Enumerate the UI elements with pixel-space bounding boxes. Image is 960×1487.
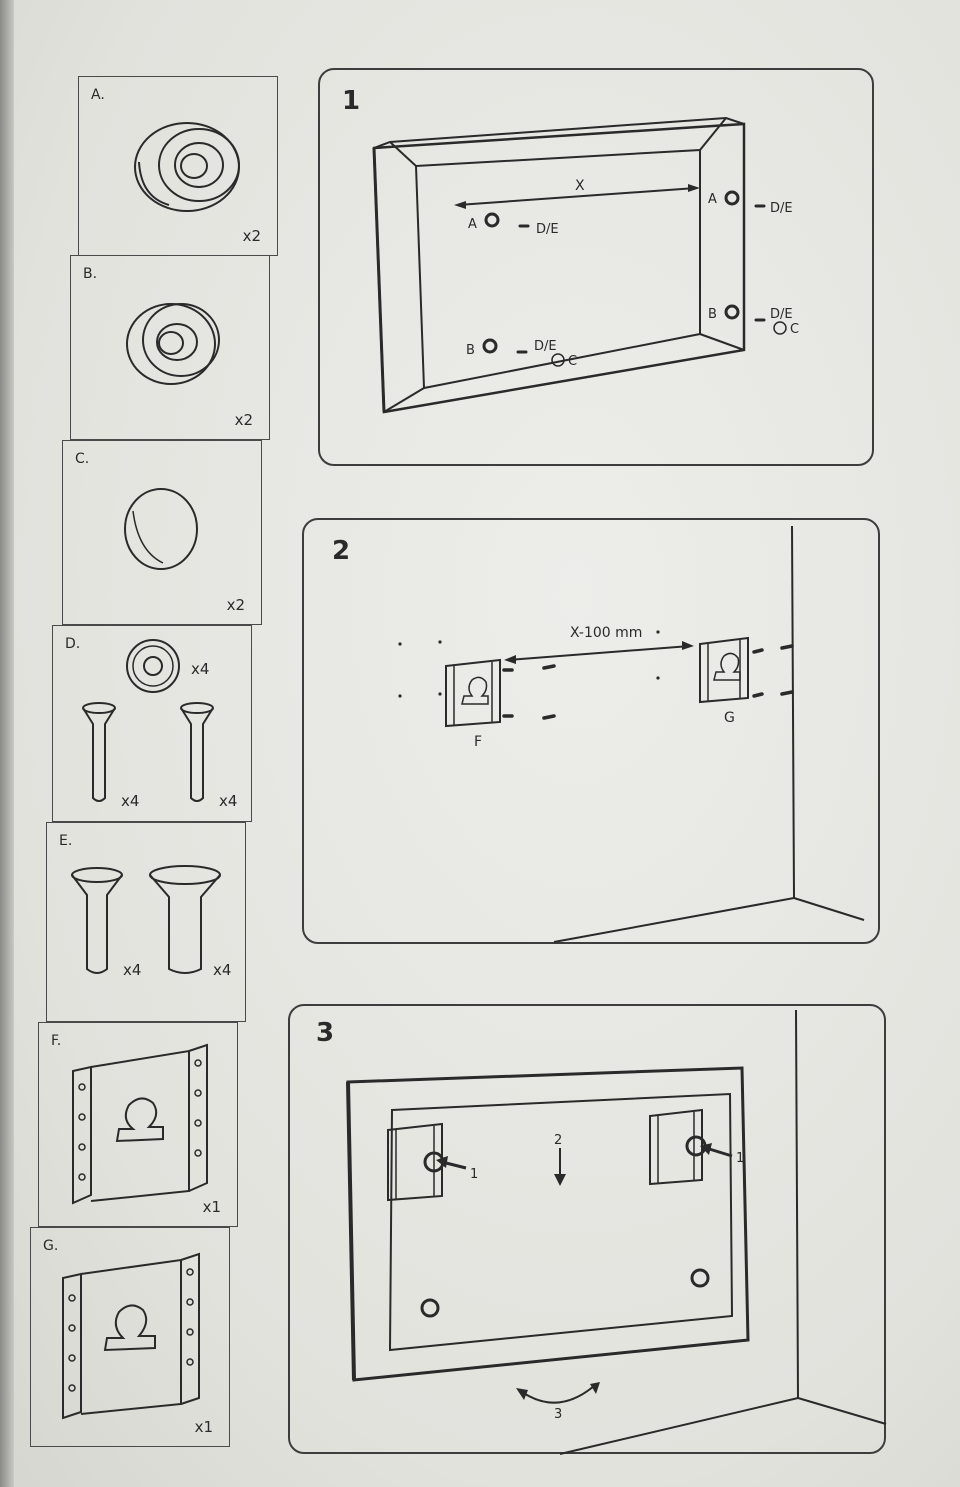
part-a-qty: x2 — [242, 227, 261, 245]
part-c-cell: C. x2 — [62, 440, 262, 625]
part-f-qty: x1 — [202, 1198, 221, 1216]
part-g-qty: x1 — [194, 1418, 213, 1436]
part-e-screw1-qty: x4 — [123, 961, 142, 979]
step-1-number: 1 — [342, 86, 361, 116]
part-d-label: D. — [65, 636, 81, 652]
step-2-distance-label: X-100 mm — [570, 625, 642, 641]
part-g-label: G. — [43, 1238, 59, 1254]
step-1-label-de-1: D/E — [536, 222, 559, 237]
washer-screw-d-icon — [82, 639, 214, 802]
part-d-cell: D. x4 x4 x4 — [52, 625, 252, 822]
step-1-label-a-right: A — [708, 192, 717, 207]
part-a-cell: A. x2 — [78, 76, 278, 256]
step-1-label-de-2: D/E — [770, 201, 793, 216]
part-c-label: C. — [75, 451, 90, 467]
bracket-f-icon — [72, 1043, 208, 1205]
step-1-label-c-2: C — [790, 322, 799, 337]
step-1-label-de-4: D/E — [770, 307, 793, 322]
step-2-panel: 2 — [302, 518, 880, 944]
part-f-cell: F. x1 — [38, 1022, 238, 1227]
spacer-a-icon — [134, 122, 240, 212]
step-3-hanging-illustration: 1 1 2 3 — [346, 1009, 887, 1455]
part-b-qty: x2 — [234, 411, 253, 429]
part-e-cell: E. x4 x4 — [46, 822, 246, 1022]
cap-c-icon — [124, 488, 198, 570]
part-g-cell: G. x1 — [30, 1227, 230, 1447]
step-3-arrow-2: 2 — [554, 1133, 562, 1148]
part-a-label: A. — [91, 87, 105, 103]
step-1-panel: 1 — [318, 68, 874, 466]
step-1-label-de-3: D/E — [534, 339, 557, 354]
step-1-label-c-1: C — [568, 354, 577, 369]
step-3-arrow-3: 3 — [554, 1407, 562, 1422]
part-d-washer-qty: x4 — [191, 660, 210, 678]
part-e-label: E. — [59, 833, 73, 849]
step-3-panel: 3 — [288, 1004, 887, 1455]
part-b-label: B. — [83, 266, 98, 282]
step-1-label-b-right: B — [708, 307, 717, 322]
part-d-screw2-qty: x4 — [219, 792, 238, 810]
step-2-bracket-g-label: G — [724, 710, 735, 726]
step-2-number: 2 — [332, 536, 351, 566]
step-3-arrow-1-right: 1 — [736, 1151, 744, 1166]
part-b-cell: B. x2 — [70, 255, 270, 440]
part-f-label: F. — [51, 1033, 62, 1049]
step-3-number: 3 — [316, 1018, 335, 1048]
part-e-screw2-qty: x4 — [213, 961, 232, 979]
part-d-screw1-qty: x4 — [121, 792, 140, 810]
bracket-g-icon — [62, 1252, 200, 1420]
part-c-qty: x2 — [226, 596, 245, 614]
step-1-label-a-left: A — [468, 217, 477, 232]
step-1-mirror-back-illustration: X A A B B D/E D/E D/E D/E C C — [372, 116, 799, 414]
step-1-label-b-left: B — [466, 343, 475, 358]
step-2-wall-illustration: X-100 mm F G — [398, 525, 865, 943]
box-edge — [0, 0, 14, 1487]
step-2-bracket-f-label: F — [474, 734, 482, 750]
step-3-arrow-1-left: 1 — [470, 1167, 478, 1182]
screw-e-icon — [71, 865, 221, 974]
step-1-x-label: X — [575, 178, 585, 194]
spacer-b-icon — [126, 303, 220, 385]
